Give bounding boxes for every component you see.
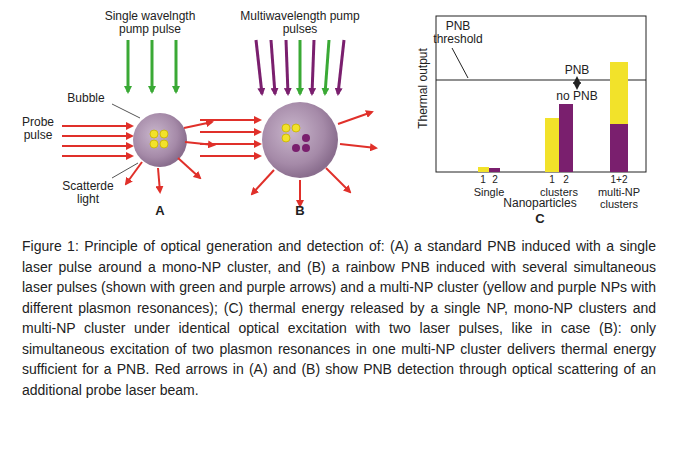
bar-number: 1 <box>546 174 558 185</box>
bar-number: 1 <box>477 174 489 185</box>
panel-letter: B <box>290 204 310 218</box>
probe-label: Probe pulse <box>18 116 58 142</box>
no-pnb-label: no PNB <box>552 90 602 103</box>
pnb-label: PNB <box>557 64 597 77</box>
axis-title: Nanoparticles <box>500 197 580 210</box>
scatter-label: Scatterde light <box>62 180 114 206</box>
category-label: multi-NP clusters <box>591 186 647 210</box>
panel-letter: C <box>530 212 550 226</box>
threshold-label: PNB threshold <box>428 20 488 46</box>
bar-number: 2 <box>489 174 501 185</box>
pump-label: Multiwavelength pump pulses <box>235 10 365 36</box>
bubble-label: Bubble <box>61 92 111 105</box>
bar-number: 2 <box>560 174 572 185</box>
bar-number: 1+2 <box>604 174 634 185</box>
pump-label: Single wavelngth pump pulse <box>95 10 205 36</box>
axis-title: Thermal output <box>417 38 430 138</box>
figure-caption: Figure 1: Principle of optical generatio… <box>22 236 656 400</box>
panel-letter: A <box>150 204 170 218</box>
